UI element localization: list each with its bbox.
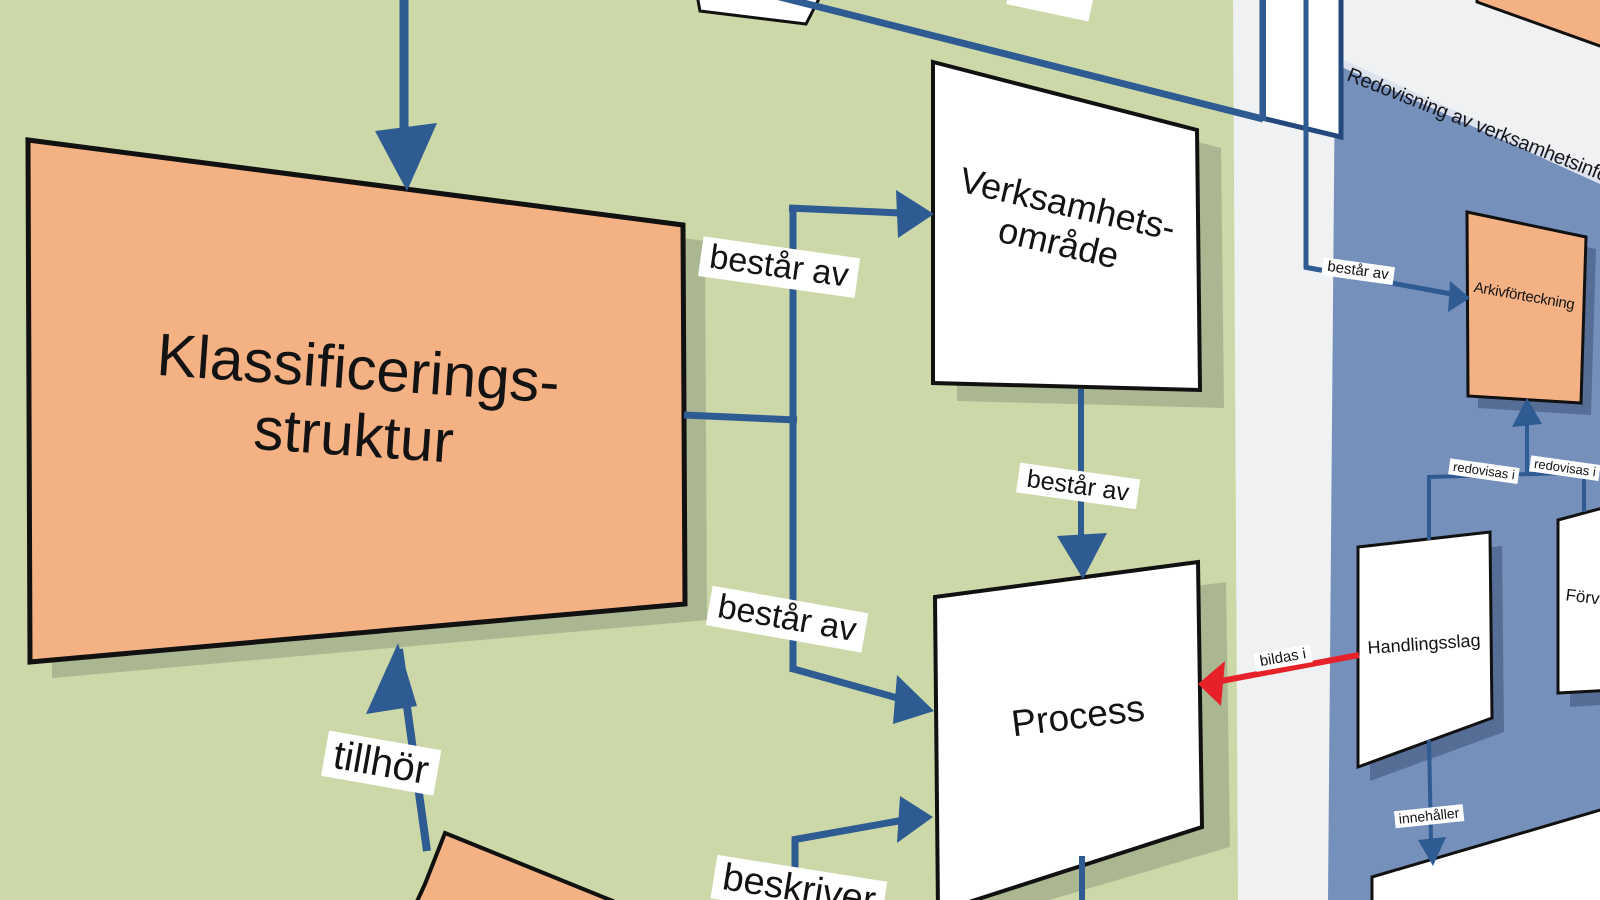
arrowhead-up-arkivforteckning: [1512, 398, 1542, 427]
topright-cutoff-orange-box: [1475, 0, 1600, 48]
klassificeringsstruktur-box: [25, 137, 688, 665]
arrowhead-verks-to-process: [1057, 533, 1107, 579]
arrowhead-tillhor: [366, 643, 417, 714]
branch-to-process: [789, 664, 902, 703]
blue-panel-highlight: [1335, 56, 1600, 186]
cutoff-descender-glyph: g: [1036, 0, 1059, 3]
innehaller-line: [1427, 739, 1433, 841]
blue-panel: [1328, 64, 1600, 900]
diagonal-connector: [777, 0, 1264, 123]
arrowhead-process-1: [893, 675, 934, 724]
verksamhetsomrade-box: [931, 59, 1203, 393]
arrowhead-bildas-i: [1198, 661, 1225, 706]
stub-from-klass: [683, 411, 798, 424]
arkivforteckning-box: [1465, 210, 1588, 405]
bottom-cutoff-orange-box: [415, 830, 616, 900]
arrowhead-arkivforteckning: [1448, 281, 1470, 312]
topright-cutoff-bluebox: [1259, 0, 1344, 141]
topleft-cutoff-white-box: [696, 0, 821, 26]
arrowhead-innehaller: [1418, 837, 1446, 866]
arrowhead-into-klass: [375, 123, 437, 191]
handlingsslag-box: [1356, 530, 1494, 770]
arrowhead-process-2: [897, 796, 933, 843]
arrowhead-verksamhetsomrade: [896, 190, 934, 238]
klassificeringsstruktur-label: Klassificerings- struktur: [154, 320, 562, 476]
bildas-i-line: [1220, 652, 1360, 684]
beskriver-branch: [791, 816, 905, 844]
forvaringsenhet-box: [1556, 507, 1600, 695]
branch-to-verksamhetsomrade: [788, 204, 902, 217]
bottomright-cutoff-white-box: [1370, 808, 1600, 900]
process-box: [932, 559, 1205, 900]
